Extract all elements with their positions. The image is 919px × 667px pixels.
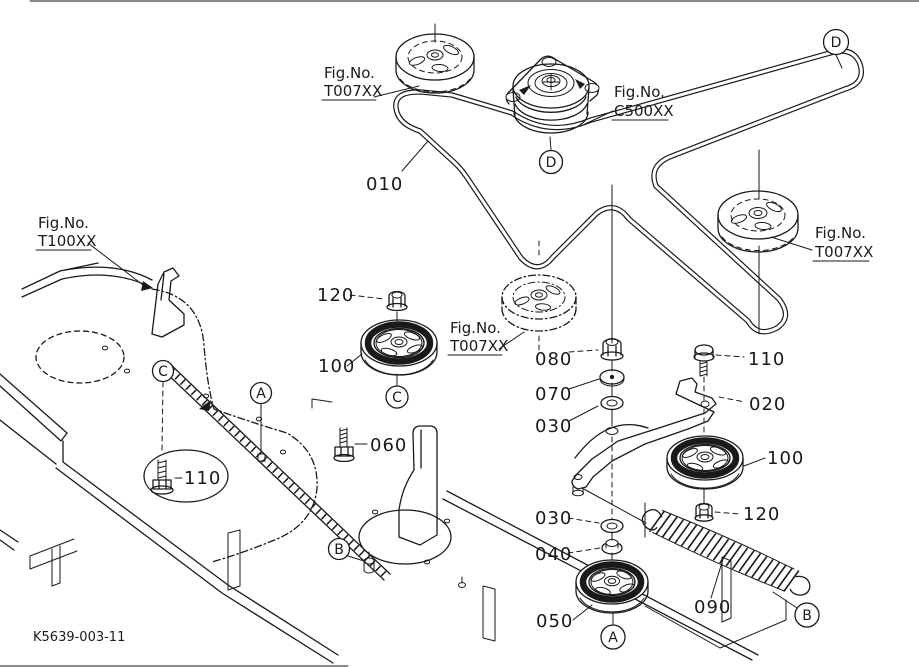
- label-030-upper: 030: [535, 416, 572, 437]
- callout-ellipse-110: [143, 449, 229, 503]
- flat-idler-pulley-left: [360, 319, 438, 376]
- label-120-right: 120: [743, 504, 780, 525]
- label-010: 010: [366, 174, 403, 195]
- fig-prefix-right: Fig.No.: [815, 224, 866, 242]
- idler-bracket-020: [571, 377, 717, 497]
- label-110-right: 110: [748, 349, 785, 370]
- balloon-a-left: A: [249, 381, 273, 405]
- nut-120-left: [386, 290, 408, 312]
- deck-fork-piece: [29, 538, 78, 587]
- svg-text:D: D: [831, 35, 842, 51]
- tension-spring-090: [641, 508, 811, 596]
- section-balloons: D D C C A A B B: [151, 28, 850, 650]
- bolt-110-left: [150, 459, 174, 495]
- svg-text:A: A: [256, 386, 266, 402]
- fig-code-deck: T100XX: [37, 232, 96, 250]
- leader-lines: [87, 54, 843, 621]
- balloon-d-top: D: [822, 28, 850, 56]
- deck-boundary-arc: [151, 288, 318, 563]
- fig-prefix-center: Fig.No.: [450, 319, 501, 337]
- svg-text:C: C: [392, 390, 402, 406]
- fig-prefix-deck: Fig.No.: [38, 214, 89, 232]
- axis-lines: [396, 149, 760, 625]
- drawing-number: K5639-003-11: [33, 630, 125, 645]
- label-090: 090: [694, 597, 731, 618]
- svg-text:B: B: [334, 542, 344, 558]
- label-040: 040: [535, 544, 572, 565]
- label-100-left: 100: [318, 356, 355, 377]
- label-020: 020: [749, 394, 786, 415]
- deck-rear-corner: [644, 556, 787, 649]
- deck-belt-guide: [398, 425, 438, 546]
- fig-ref-right: Fig.No. T007XX: [812, 224, 873, 262]
- label-070: 070: [535, 384, 572, 405]
- boundary-arrow: [199, 400, 211, 411]
- bolt-110-right: [693, 344, 715, 377]
- deck-opening-center: [358, 509, 452, 565]
- balloon-b-right: B: [794, 602, 820, 628]
- washer-030-lower: [600, 518, 624, 534]
- balloon-d-clutch: D: [538, 149, 564, 175]
- label-050: 050: [536, 611, 573, 632]
- svg-text:D: D: [546, 155, 557, 171]
- balloon-c-mid: C: [385, 385, 409, 409]
- deck-opening-left: [35, 330, 125, 384]
- fig-ref-center: Fig.No. T007XX: [447, 319, 508, 356]
- balloon-b-left: B: [327, 537, 351, 561]
- fig-ref-topleft: Fig.No. T007XX: [321, 64, 382, 101]
- label-030-lower: 030: [535, 508, 572, 529]
- idler-pulley-right: [717, 190, 799, 253]
- fig-code-right: T007XX: [814, 243, 873, 261]
- washer-030-upper: [600, 395, 624, 411]
- svg-text:B: B: [802, 608, 812, 624]
- fig-ref-deck: Fig.No. T100XX: [35, 214, 96, 251]
- deck-bracket-tall: [151, 267, 185, 338]
- fig-code-topleft: T007XX: [323, 82, 382, 100]
- part-number-labels: 010 120 100 080 070 030 110 020 100 120 …: [184, 174, 804, 632]
- flat-idler-pulley-right: [666, 435, 744, 490]
- mower-deck: [0, 262, 787, 664]
- label-080: 080: [535, 349, 572, 370]
- svg-text:A: A: [608, 630, 618, 646]
- fig-code-center: T007XX: [449, 337, 508, 355]
- electric-clutch: [505, 55, 600, 134]
- label-060: 060: [370, 435, 407, 456]
- label-100-right: 100: [767, 448, 804, 469]
- label-110-left: 110: [184, 468, 221, 489]
- balloon-a-bottom: A: [600, 624, 626, 650]
- nut-120-right: [694, 502, 714, 522]
- fig-code-clutch: C500XX: [614, 102, 674, 120]
- idler-pulley-center: [501, 274, 577, 332]
- fig-prefix-clutch: Fig.No.: [614, 83, 665, 101]
- flat-idler-pulley-bottom: [575, 559, 649, 614]
- label-120-left: 120: [317, 285, 354, 306]
- idler-pulley-topleft: [395, 23, 475, 94]
- balloon-c-left: C: [151, 359, 175, 383]
- drive-belt-010: [393, 48, 865, 335]
- fig-prefix-topleft: Fig.No.: [324, 64, 375, 82]
- svg-text:C: C: [158, 364, 168, 380]
- bolt-060: [333, 427, 355, 463]
- fig-ref-clutch: Fig.No. C500XX: [611, 83, 674, 121]
- bushing-040: [601, 539, 623, 555]
